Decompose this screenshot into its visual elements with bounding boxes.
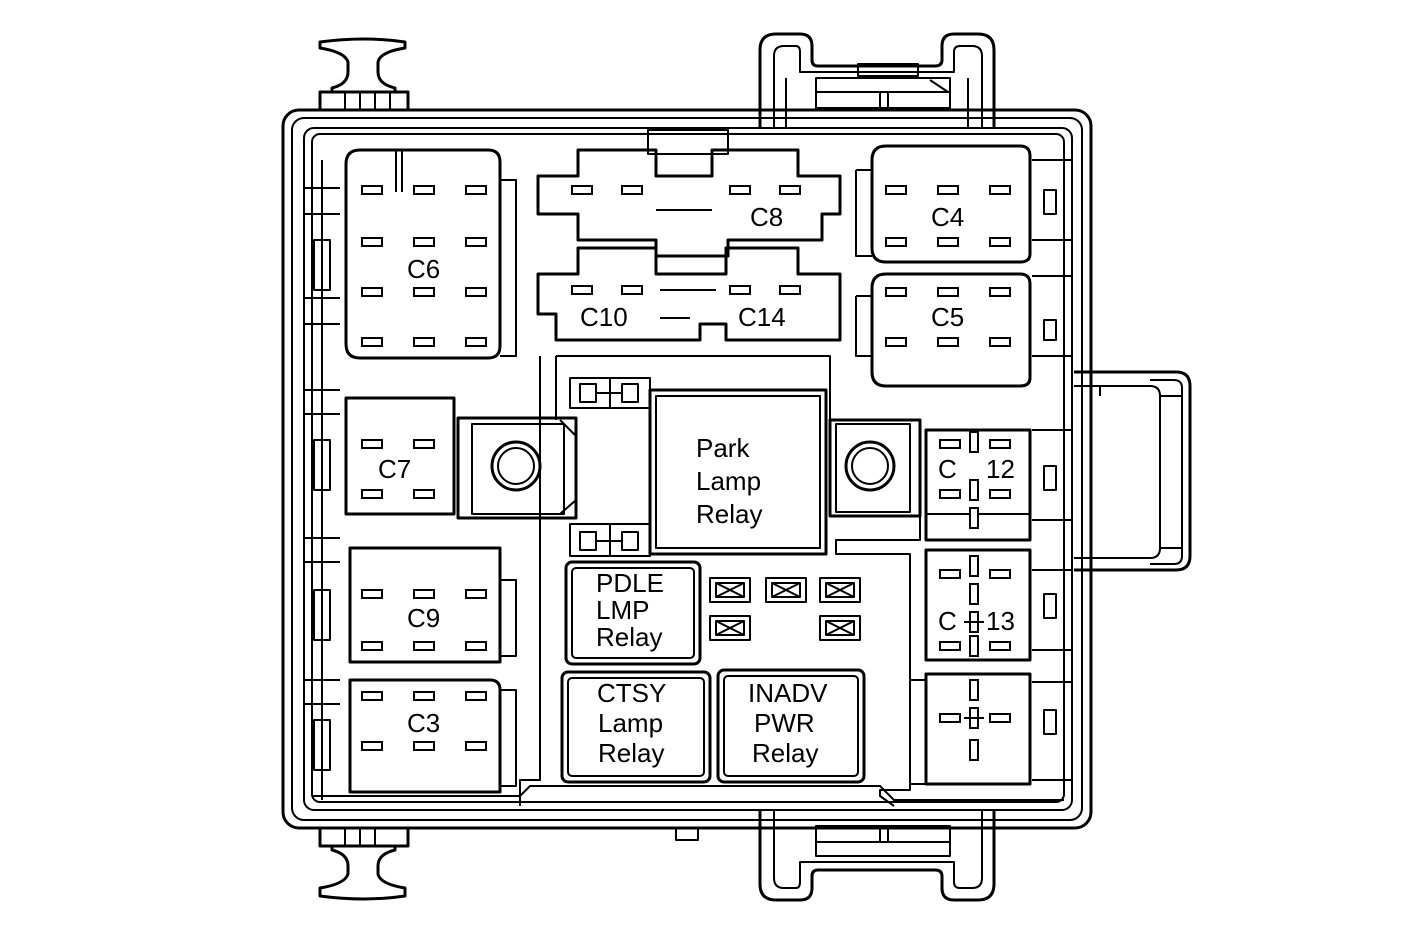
label-c7: C7 xyxy=(378,454,411,484)
right-latches xyxy=(1032,159,1073,781)
bottom-bracket xyxy=(675,810,996,902)
mounting-stud-right xyxy=(828,418,922,518)
inadv-pwr-relay-line-1: INADV xyxy=(748,678,828,708)
park-lamp-relay-line-2: Lamp xyxy=(696,466,761,496)
connector-c6 xyxy=(344,148,517,360)
ctsy-lamp-relay-line-3: Relay xyxy=(598,738,664,768)
mounting-post-top-left xyxy=(318,37,410,112)
right-handle xyxy=(1074,370,1192,572)
ctsy-lamp-relay-line-1: CTSY xyxy=(597,678,666,708)
relay-park-lamp xyxy=(648,388,828,556)
connector-c7 xyxy=(344,396,456,516)
relay-pdle-lmp xyxy=(564,560,702,666)
label-c3: C3 xyxy=(407,708,440,738)
ctsy-lamp-relay-line-2: Lamp xyxy=(598,708,663,738)
mounting-post-bottom-left xyxy=(318,826,410,901)
connector-bottom-right xyxy=(909,672,1032,786)
label-c8: C8 xyxy=(750,202,783,232)
label-c6: C6 xyxy=(407,254,440,284)
relay-ctsy-lamp xyxy=(560,670,712,784)
inadv-pwr-relay-line-2: PWR xyxy=(754,708,815,738)
fuse-clip-bottom xyxy=(569,523,651,557)
relay-inadv-pwr xyxy=(716,668,866,784)
connector-labels: C6 C8 C4 C10 C14 C5 C7 C9 C3 C 12 C 13 xyxy=(378,202,1015,738)
label-c10: C10 xyxy=(580,302,628,332)
pdle-lmp-relay-line-1: PDLE xyxy=(596,568,664,598)
label-c13-prefix: C xyxy=(938,606,957,636)
label-c13-number: 13 xyxy=(986,606,1015,636)
left-latches xyxy=(303,160,340,800)
top-bracket xyxy=(647,32,996,155)
label-c4: C4 xyxy=(931,202,964,232)
housing xyxy=(281,32,1192,902)
connector-c3 xyxy=(348,678,517,794)
pdle-lmp-relay-line-3: Relay xyxy=(596,622,662,652)
connector-c10-c14 xyxy=(536,246,842,342)
park-lamp-relay-line-3: Relay xyxy=(696,499,762,529)
connector-c12 xyxy=(924,428,1032,542)
connector-c5 xyxy=(855,272,1032,388)
pdle-lmp-relay-line-2: LMP xyxy=(596,595,649,625)
park-lamp-relay-line-1: Park xyxy=(696,433,750,463)
mounting-stud-left xyxy=(456,416,578,520)
connector-c9 xyxy=(348,546,517,664)
connector-c8 xyxy=(536,148,842,258)
fuse-clip-top xyxy=(569,377,651,409)
relay-labels: Park Lamp Relay PDLE LMP Relay CTSY Lamp… xyxy=(596,433,828,768)
label-c12-prefix: C xyxy=(938,454,957,484)
label-c14: C14 xyxy=(738,302,786,332)
connector-c4 xyxy=(855,144,1032,264)
label-c12-number: 12 xyxy=(986,454,1015,484)
connector-c13 xyxy=(924,548,1032,662)
label-c5: C5 xyxy=(931,302,964,332)
fuse-slots xyxy=(709,577,861,641)
label-c9: C9 xyxy=(407,603,440,633)
inadv-pwr-relay-line-3: Relay xyxy=(752,738,818,768)
